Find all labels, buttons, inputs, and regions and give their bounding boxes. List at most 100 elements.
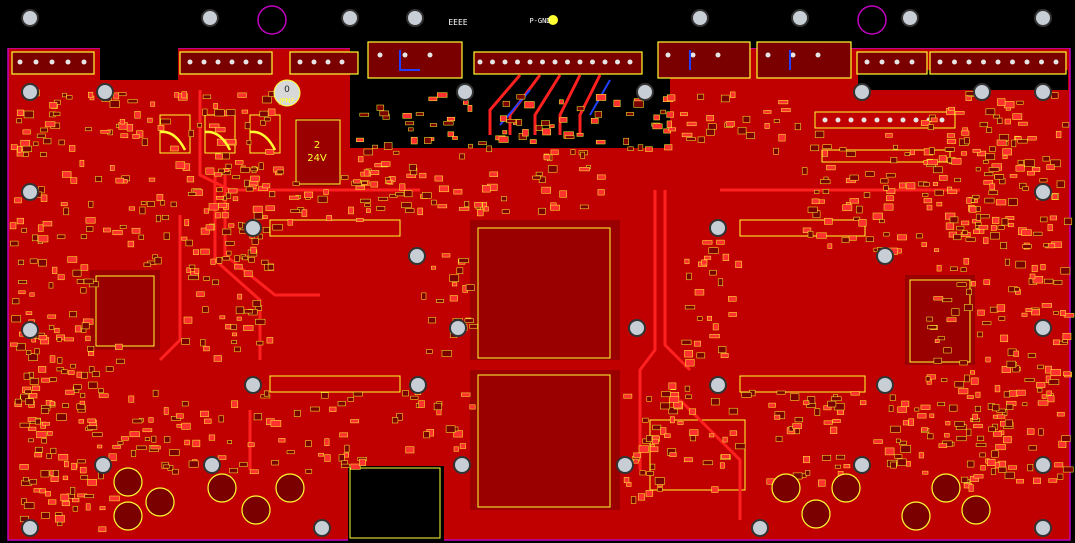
smd-pad bbox=[138, 234, 144, 240]
smd-pad bbox=[1040, 264, 1046, 271]
smd-pad bbox=[26, 350, 32, 355]
smd-pad bbox=[10, 144, 18, 150]
mounting-hole bbox=[201, 9, 219, 27]
smd-pad bbox=[356, 137, 364, 142]
smd-pad bbox=[62, 92, 67, 98]
smd-pad bbox=[944, 147, 955, 152]
smd-pad bbox=[559, 190, 567, 198]
top-right-cutout bbox=[858, 70, 1068, 90]
smd-pad bbox=[231, 400, 239, 408]
smd-pad bbox=[529, 139, 537, 144]
smd-pad bbox=[14, 398, 22, 405]
smd-pad bbox=[359, 112, 370, 117]
smd-pad bbox=[826, 164, 836, 171]
smd-pad bbox=[80, 264, 89, 271]
smd-pad bbox=[132, 134, 140, 139]
smd-pad bbox=[301, 209, 308, 217]
smd-pad bbox=[464, 318, 474, 323]
smd-pad bbox=[550, 149, 559, 156]
smd-pad bbox=[31, 337, 36, 343]
smd-pad bbox=[126, 124, 134, 132]
smd-pad bbox=[424, 137, 432, 144]
smd-pad bbox=[226, 109, 236, 116]
smd-pad bbox=[925, 376, 931, 382]
smd-pad bbox=[885, 132, 893, 138]
smd-pad bbox=[372, 144, 378, 149]
smd-pad bbox=[922, 470, 929, 475]
smd-pad bbox=[169, 449, 180, 456]
smd-pad bbox=[946, 317, 957, 323]
smd-pad bbox=[486, 145, 492, 153]
mounting-hole bbox=[1034, 9, 1052, 27]
smd-pad bbox=[359, 458, 366, 467]
smd-pad bbox=[702, 460, 713, 466]
smd-pad bbox=[626, 112, 635, 116]
smd-pad bbox=[163, 232, 170, 240]
smd-pad bbox=[633, 452, 641, 459]
connector-pin bbox=[894, 59, 900, 65]
smd-pad bbox=[249, 469, 259, 475]
smd-pad bbox=[146, 201, 155, 207]
smd-pad bbox=[516, 119, 523, 126]
smd-pad bbox=[208, 203, 219, 211]
smd-pad bbox=[338, 454, 345, 462]
smd-pad bbox=[1004, 471, 1015, 479]
smd-pad bbox=[1003, 436, 1012, 444]
smd-pad bbox=[61, 369, 68, 375]
smd-pad bbox=[194, 268, 200, 274]
connector-pin bbox=[874, 117, 880, 123]
smd-pad bbox=[58, 454, 69, 461]
mounting-hole bbox=[876, 247, 894, 265]
smd-pad bbox=[1054, 462, 1064, 468]
smd-pad bbox=[707, 315, 712, 321]
smd-pad bbox=[835, 454, 846, 460]
smd-pad bbox=[1048, 379, 1060, 385]
smd-pad bbox=[109, 100, 120, 108]
smd-pad bbox=[902, 420, 909, 426]
smd-pad bbox=[962, 230, 968, 235]
smd-pad bbox=[937, 336, 945, 341]
smd-pad bbox=[773, 119, 780, 123]
smd-pad bbox=[973, 423, 983, 429]
smd-pad bbox=[818, 479, 826, 487]
smd-pad bbox=[716, 239, 725, 245]
smd-pad bbox=[131, 227, 141, 234]
smd-pad bbox=[997, 225, 1005, 230]
smd-pad bbox=[934, 189, 944, 196]
smd-pad bbox=[538, 207, 546, 215]
smd-pad bbox=[81, 371, 88, 379]
connector-pin bbox=[1053, 59, 1059, 65]
smd-pad bbox=[469, 324, 478, 329]
smd-pad bbox=[392, 417, 399, 424]
smd-pad bbox=[69, 145, 76, 152]
smd-pad bbox=[48, 499, 57, 505]
smd-pad bbox=[1047, 395, 1055, 403]
smd-pad bbox=[18, 280, 28, 284]
smd-pad bbox=[40, 152, 47, 157]
smd-pad bbox=[64, 461, 69, 468]
smd-pad bbox=[134, 111, 141, 119]
smd-pad bbox=[243, 270, 253, 277]
smd-pad bbox=[890, 425, 901, 433]
smd-pad bbox=[63, 207, 69, 216]
smd-pad bbox=[1031, 264, 1038, 273]
connector-pin bbox=[490, 59, 495, 65]
smd-pad bbox=[613, 99, 621, 107]
smd-pad bbox=[80, 392, 86, 398]
mounting-hole bbox=[691, 9, 709, 27]
smd-pad bbox=[921, 427, 928, 432]
smd-pad bbox=[172, 468, 179, 475]
smd-pad bbox=[69, 311, 77, 318]
smd-pad bbox=[946, 133, 955, 138]
smd-pad bbox=[909, 149, 915, 156]
smd-pad bbox=[221, 211, 229, 219]
smd-pad bbox=[147, 117, 153, 123]
smd-pad bbox=[689, 429, 699, 436]
mounting-hole bbox=[453, 456, 471, 474]
smd-pad bbox=[989, 183, 996, 190]
smd-pad bbox=[40, 408, 50, 414]
smd-pad bbox=[437, 92, 448, 98]
smd-pad bbox=[977, 309, 985, 316]
connector-pin bbox=[257, 59, 263, 65]
connector-pin bbox=[215, 59, 221, 65]
